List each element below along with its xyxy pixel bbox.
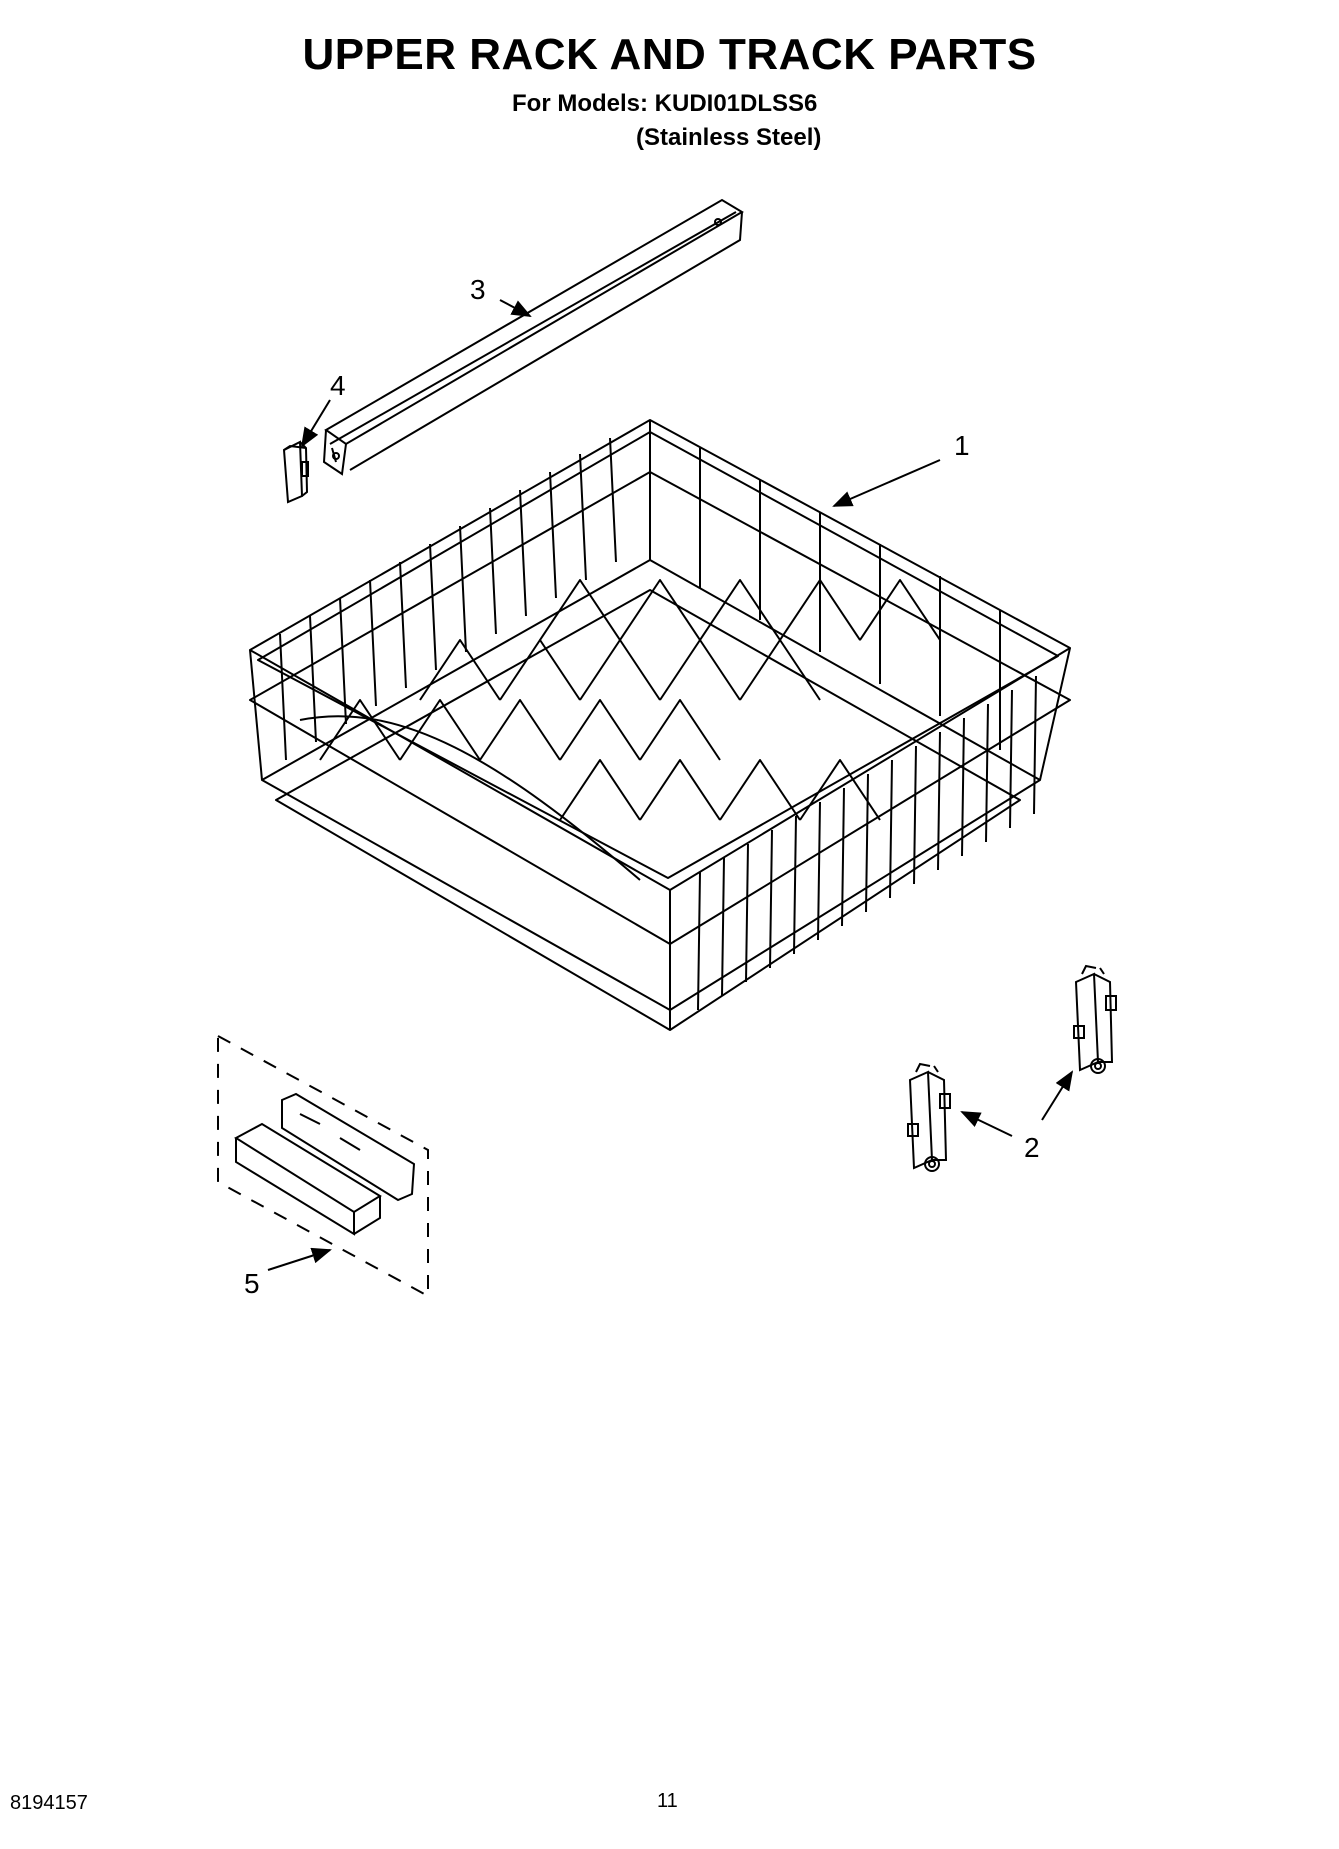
track-end-cap-icon xyxy=(282,440,309,504)
track-rail-icon xyxy=(322,198,744,476)
models-line: For Models: KUDI01DLSS6 xyxy=(512,90,818,117)
callout-arrow-4 xyxy=(300,399,331,448)
callout-arrow-2a xyxy=(960,1111,1013,1137)
page-number: 11 xyxy=(657,1790,678,1812)
callout-arrow-2b xyxy=(1041,1070,1074,1121)
callout-arrows xyxy=(267,299,1074,1271)
document-number: 8194157 xyxy=(10,1792,88,1814)
rack-roller-icon xyxy=(907,1062,951,1172)
callout-label-3: 3 xyxy=(470,274,486,305)
rack-bumper-icon xyxy=(217,1034,429,1298)
callout-arrow-5 xyxy=(267,1247,332,1271)
upper-rack-icon xyxy=(249,419,1071,1031)
callout-label-4: 4 xyxy=(330,370,346,401)
callout-label-5: 5 xyxy=(244,1268,260,1299)
page-title: UPPER RACK AND TRACK PARTS xyxy=(302,30,1037,79)
callout-label-2: 2 xyxy=(1024,1132,1040,1163)
rack-roller-icon xyxy=(1073,964,1117,1074)
callout-arrow-1 xyxy=(832,459,941,507)
callout-label-1: 1 xyxy=(954,430,970,461)
callout-arrow-3 xyxy=(499,299,532,317)
finish-line: (Stainless Steel) xyxy=(636,124,822,151)
